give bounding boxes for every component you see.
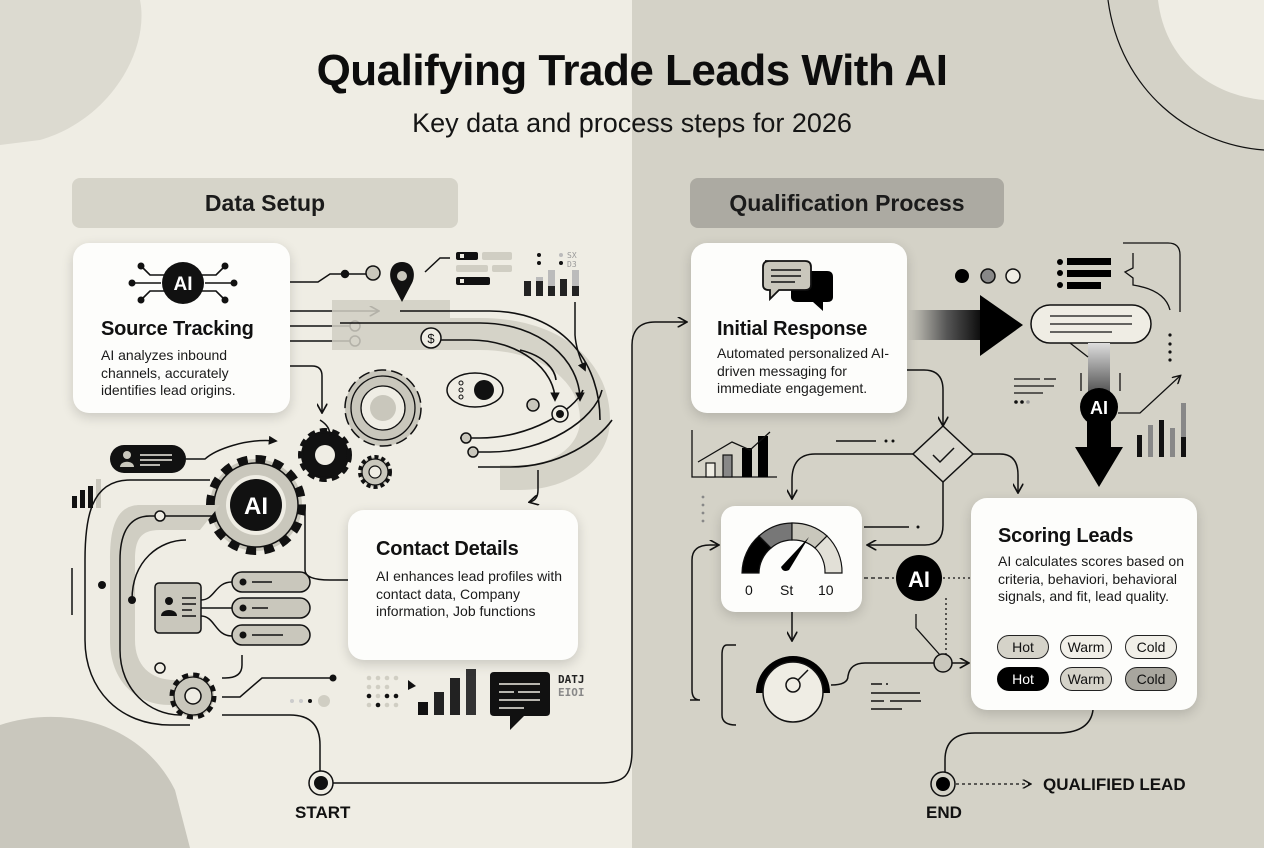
ai-gear-label: AI [244,493,268,520]
score-gauge-icon [741,522,843,574]
junction-node-icon [933,653,953,673]
status-dots-icon [955,268,1021,284]
list-lines-icon [1057,258,1111,289]
dot-grid-icon [290,675,416,708]
page-title: Qualifying Trade Leads With AI [316,46,948,95]
gauge-max-label: 10 [818,582,834,598]
ai-circuit-label: AI [174,274,193,295]
chart-tag-label: SX D3 [567,251,577,269]
growth-chart-icon [691,430,777,478]
location-pin-icon [390,262,414,302]
initial-response-body: Automated personalized AI-driven messagi… [717,345,889,396]
contact-details-title: Contact Details [376,538,519,560]
chip-cold-alt[interactable]: Cold [1125,667,1177,691]
mini-bar-chart-icon [524,253,587,372]
start-node-icon [308,770,334,796]
ai-down-arrow-icon [1075,373,1123,487]
curved-flow-lines [340,310,613,468]
ai-circle-label: AI [908,567,930,592]
chip-cold[interactable]: Cold [1125,635,1177,659]
ai-gear-icon [206,455,306,555]
page-subtitle: Key data and process steps for 2026 [412,108,852,138]
decor-blob-bottom-left [0,716,190,848]
section-header-data-setup: Data Setup [72,178,458,228]
ai-circle-badge-icon [896,555,942,601]
section-header-qualification-process: Qualification Process [690,178,1004,228]
chart-tag-line-2: D3 [567,260,577,269]
black-gear-icon [298,428,352,482]
chat-bubbles-icon [762,260,833,311]
small-gear-icon [358,455,392,489]
end-label: END [926,803,962,822]
scoring-leads-body: AI calculates scores based on criteria, … [998,553,1184,604]
data-tag-label: DATJ EIOI [558,673,585,699]
right-bar-chart-icon [1137,403,1186,457]
card-contact-details: Contact Details AI enhances lead profile… [348,510,578,660]
end-node-icon [930,771,956,797]
signal-strength-icon [418,669,476,715]
data-tag-line-1: DATJ [558,673,585,686]
decor-arc-top-right [1107,0,1264,151]
profile-document-icon [154,582,202,634]
robot-chat-icon [446,372,504,408]
ui-bars-icon [424,252,512,285]
large-gear-icon [344,369,422,447]
text-lines-small-icon [871,683,921,710]
message-bubble-icon [490,672,550,730]
gauge-min-label: 0 [745,582,753,598]
initial-response-title: Initial Response [717,318,868,340]
bottom-gear-icon [169,672,217,720]
profile-pill-icon [110,445,186,473]
profile-field-connectors [200,581,233,637]
source-tracking-body: AI analyzes inbound channels, accurately… [101,347,236,398]
profile-field-pills [231,571,311,646]
qualified-lead-label: QUALIFIED LEAD [1043,775,1186,794]
curved-band [332,300,610,490]
chip-hot-selected[interactable]: Hot [997,667,1049,691]
score-gauge-card: 0 St 10 [721,506,862,612]
gradient-arrow-right-icon [907,295,1023,356]
card-scoring-leads: Scoring Leads AI calculates scores based… [971,498,1197,710]
gauge-mid-label: St [780,582,794,598]
chip-hot[interactable]: Hot [997,635,1049,659]
decor-blob-top-right [1158,0,1264,100]
left-arc-band [110,505,220,705]
dial-meter-icon [756,656,830,723]
start-label: START [295,803,351,822]
decor-blob-top-left [0,0,142,145]
card-initial-response: Initial Response Automated personalized … [691,243,907,413]
chip-warm-alt[interactable]: Warm [1060,667,1112,691]
data-tag-line-2: EIOI [558,686,585,699]
chart-tag-line-1: SX [567,251,577,260]
contact-details-body: AI enhances lead profiles with contact d… [376,568,562,619]
ai-arrow-label: AI [1090,398,1108,418]
decision-diamond-icon [911,424,975,484]
text-lines-icon [1014,378,1056,394]
source-tracking-title: Source Tracking [101,318,254,340]
speech-banner-icon [1030,304,1152,398]
chip-warm[interactable]: Warm [1060,635,1112,659]
dollar-coin-icon: $ [420,327,442,349]
ai-circuit-icon: AI [128,262,238,304]
svg-text:$: $ [427,331,435,346]
scoring-leads-title: Scoring Leads [998,525,1134,547]
card-source-tracking: AI Source Tracking AI analyzes inbound c… [73,243,290,413]
signal-bars-icon [72,479,101,508]
